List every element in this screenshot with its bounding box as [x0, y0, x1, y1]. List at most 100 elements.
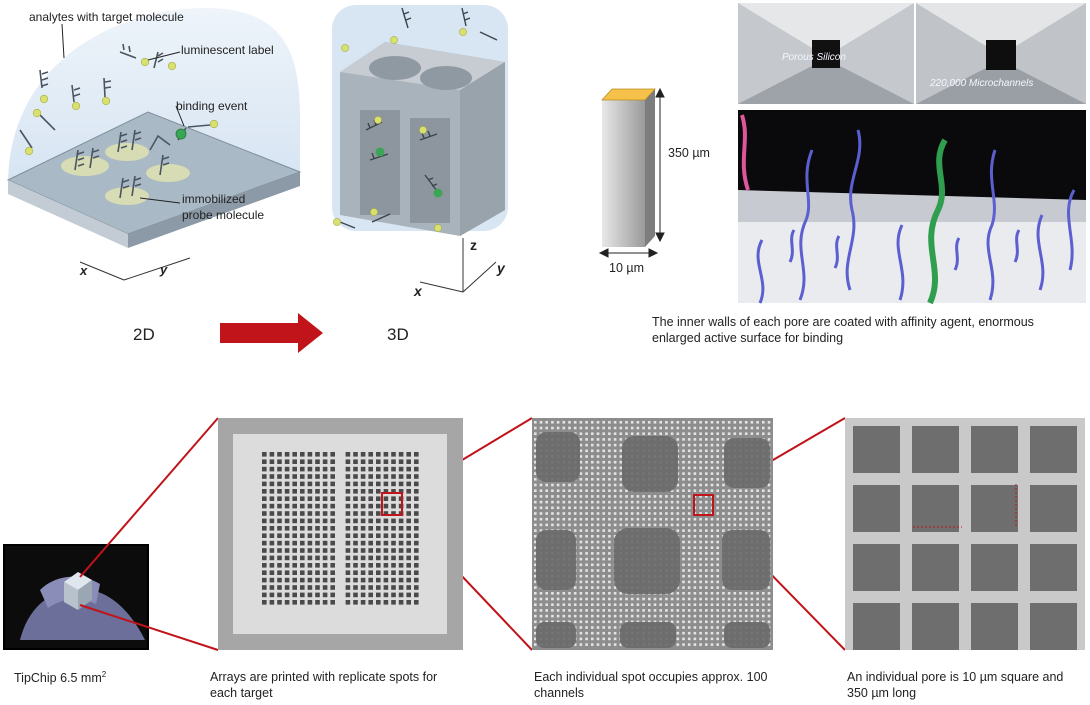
- channel-dot: [539, 426, 543, 430]
- array-spot: [322, 563, 328, 568]
- channel-dot: [705, 460, 708, 464]
- array-spot: [307, 503, 313, 509]
- channel-dot: [693, 449, 697, 453]
- channel-dot: [613, 631, 617, 635]
- channel-dot: [573, 495, 577, 498]
- render-caption: The inner walls of each pore are coated …: [652, 315, 1034, 345]
- channel-dot: [602, 540, 605, 544]
- array-spot: [269, 496, 275, 501]
- channel-dot: [591, 580, 594, 584]
- array-spot: [315, 452, 320, 457]
- channel-dot: [619, 478, 623, 481]
- array-spot: [315, 600, 320, 605]
- channel-dot: [534, 631, 537, 635]
- channel-dot: [699, 643, 702, 646]
- channel-dot: [693, 455, 697, 458]
- channel-dot: [579, 421, 583, 424]
- channel-dot: [602, 478, 605, 481]
- channel-dot: [722, 472, 725, 475]
- channel-dot: [585, 597, 588, 601]
- channel-dot: [722, 455, 725, 458]
- axis-label-z-3d: z: [470, 237, 477, 253]
- channel-dot: [676, 517, 680, 521]
- channel-dot: [716, 620, 719, 624]
- channel-dot: [591, 592, 594, 595]
- channel-dot: [619, 489, 623, 492]
- channel-dot: [585, 620, 588, 624]
- channel-dot: [579, 506, 583, 510]
- channel-dot: [608, 574, 611, 578]
- channel-dot: [699, 483, 702, 487]
- probe-spot: [146, 164, 190, 182]
- channel-dot: [722, 432, 725, 435]
- channel-dot: [676, 631, 680, 635]
- channel-dot: [579, 540, 583, 544]
- channel-dot: [716, 478, 719, 481]
- channel-dot: [568, 620, 571, 624]
- array-spot: [315, 533, 320, 538]
- channel-dot: [659, 609, 662, 612]
- array-spot: [315, 489, 320, 494]
- channel-dot: [722, 426, 725, 430]
- array-spot: [368, 526, 373, 531]
- channel-dot: [767, 597, 771, 601]
- channel-dot: [591, 421, 594, 424]
- channel-dot: [693, 563, 697, 567]
- channel-dot: [602, 643, 605, 646]
- channel-dot: [756, 512, 759, 515]
- channel-dot: [545, 592, 548, 595]
- channel-dot: [596, 443, 600, 447]
- channel-dot: [750, 620, 754, 624]
- array-spot: [277, 585, 282, 590]
- channel-dot: [682, 540, 685, 544]
- channel-dot: [710, 535, 714, 538]
- channel-dot: [562, 620, 566, 624]
- channel-dot: [767, 421, 771, 424]
- channel-dot: [562, 517, 566, 521]
- channel-dot: [608, 449, 611, 453]
- channel-dot: [716, 563, 719, 567]
- channel-dot: [722, 637, 725, 641]
- channel-dot: [744, 489, 748, 492]
- axis-label-x-3d: x: [413, 283, 423, 299]
- channel-dot: [642, 421, 645, 424]
- array-spot: [277, 600, 282, 605]
- array-spot: [300, 577, 305, 583]
- channel-dot: [596, 569, 600, 572]
- channel-dot: [699, 626, 702, 629]
- array-spot: [353, 452, 358, 457]
- pore-square: [912, 426, 959, 473]
- channel-dot: [699, 495, 702, 498]
- channel-dot: [585, 535, 588, 538]
- array-spot: [353, 511, 358, 516]
- channel-dot: [534, 614, 537, 618]
- channel-dot: [648, 517, 651, 521]
- array-spot: [376, 466, 381, 472]
- channel-dot: [608, 500, 611, 504]
- channel-dot: [591, 432, 594, 435]
- channel-dot: [687, 517, 691, 521]
- channel-dot: [767, 517, 771, 521]
- channel-dot: [705, 506, 708, 510]
- channel-dot: [739, 500, 742, 504]
- channel-dot: [705, 540, 708, 544]
- channel-dot: [642, 506, 645, 510]
- channel-dot: [744, 500, 748, 504]
- array-spot: [330, 577, 335, 583]
- array-spot: [315, 459, 320, 464]
- channel-dot: [659, 614, 662, 618]
- channel-dot: [608, 466, 611, 470]
- channel-dot: [534, 529, 537, 532]
- channel-dot: [722, 495, 725, 498]
- array-spot: [414, 577, 419, 583]
- channel-dot: [619, 466, 623, 470]
- channel-dot: [716, 569, 719, 572]
- array-spot: [307, 481, 313, 487]
- channel-dot: [619, 472, 623, 475]
- channel-dot: [608, 478, 611, 481]
- channel-dot: [665, 603, 668, 606]
- channel-dot: [682, 523, 685, 527]
- channel-dot: [613, 586, 617, 589]
- channel-dot: [625, 500, 628, 504]
- channel-dot: [591, 449, 594, 453]
